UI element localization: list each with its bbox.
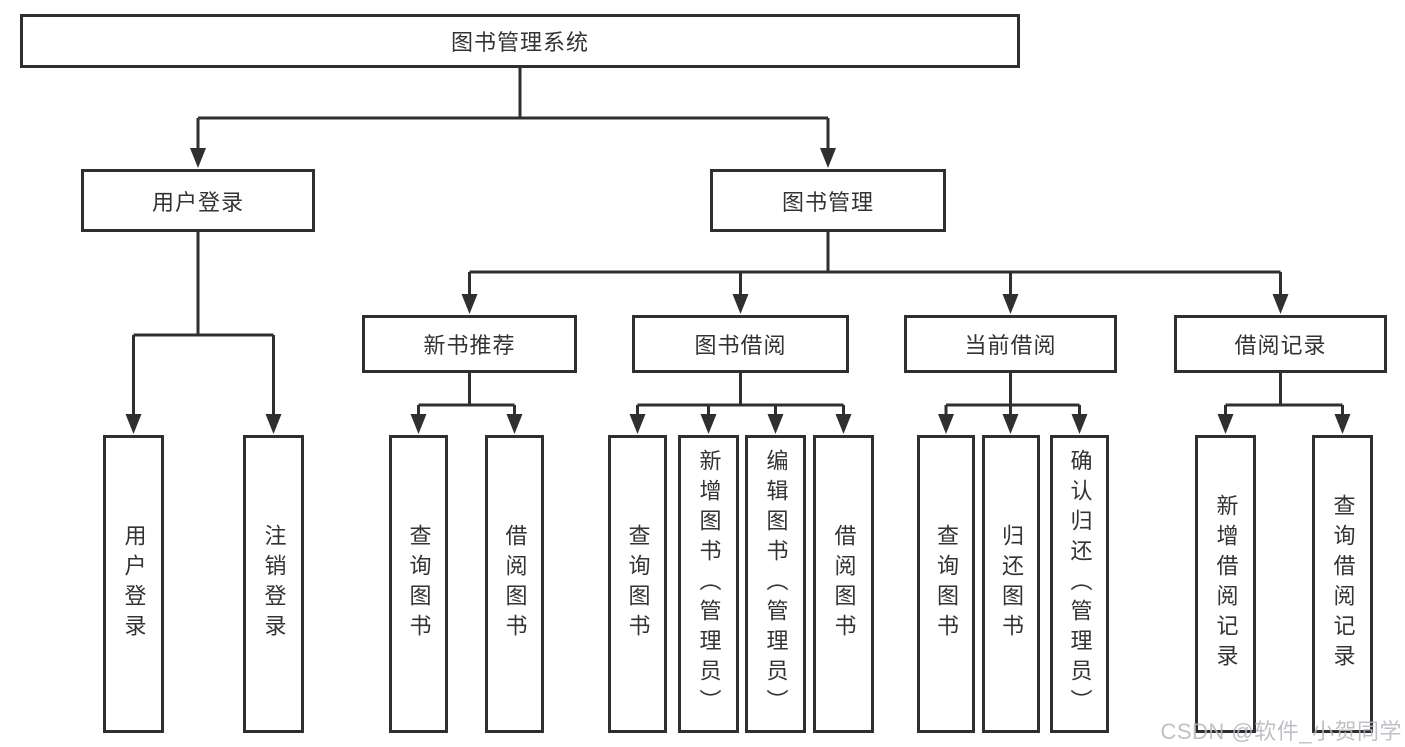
leaf-add-books-admin: 新增图书（管理员） xyxy=(678,435,739,733)
node-label: 确认归还（管理员） xyxy=(1067,449,1093,719)
connector-line xyxy=(468,231,1282,296)
arrowhead-down-icon xyxy=(190,148,206,168)
leaf-add-borrow-record: 新增借阅记录 xyxy=(1195,435,1256,733)
node-label: 当前借阅 xyxy=(964,333,1057,358)
edges-borrow-records-children xyxy=(1217,372,1351,434)
leaf-edit-books-admin: 编辑图书（管理员） xyxy=(745,435,806,733)
node-label: 新增图书（管理员） xyxy=(696,449,722,719)
node-label: 用户登录 xyxy=(151,189,244,215)
arrowhead-down-icon xyxy=(1217,414,1234,434)
leaf-borrow-books-recommend: 借阅图书 xyxy=(485,435,544,733)
connector-line xyxy=(132,231,275,416)
node-book-management: 图书管理 xyxy=(710,169,946,232)
node-label: 注销登录 xyxy=(261,524,287,644)
node-current-borrowing: 当前借阅 xyxy=(904,315,1117,373)
edges-book-borrow-children xyxy=(629,372,852,434)
leaf-query-books-recommend: 查询图书 xyxy=(389,435,448,733)
connector-line xyxy=(636,372,845,416)
node-label: 用户登录 xyxy=(121,524,147,644)
node-label: 查询借阅记录 xyxy=(1330,494,1356,674)
leaf-borrow-books-borrowing: 借阅图书 xyxy=(813,435,874,733)
node-borrowing-records: 借阅记录 xyxy=(1174,315,1387,373)
node-label: 归还图书 xyxy=(999,524,1024,644)
leaf-user-login: 用户登录 xyxy=(103,435,164,733)
arrowhead-down-icon xyxy=(125,414,142,434)
connector-line xyxy=(196,67,830,150)
node-label: 查询图书 xyxy=(406,524,432,644)
leaf-query-books-current: 查询图书 xyxy=(917,435,975,733)
leaf-return-books: 归还图书 xyxy=(982,435,1040,733)
leaf-query-books-borrowing: 查询图书 xyxy=(608,435,667,733)
arrowhead-down-icon xyxy=(265,414,282,434)
csdn-watermark: CSDN @软件_小贺同学 xyxy=(1160,719,1402,744)
arrowhead-down-icon xyxy=(820,148,836,168)
node-label: 借阅记录 xyxy=(1234,333,1327,358)
arrowhead-down-icon xyxy=(1002,414,1019,434)
node-user-login: 用户登录 xyxy=(81,169,315,232)
node-label: 借阅图书 xyxy=(831,524,857,644)
arrowhead-down-icon xyxy=(629,414,646,434)
node-new-book-recommend: 新书推荐 xyxy=(362,315,577,373)
arrowhead-down-icon xyxy=(1334,414,1351,434)
arrowhead-down-icon xyxy=(410,414,427,434)
arrowhead-down-icon xyxy=(506,414,523,434)
connector-line xyxy=(944,372,1081,416)
node-label: 新书推荐 xyxy=(423,333,516,358)
node-label: 图书借阅 xyxy=(694,333,787,358)
arrowhead-down-icon xyxy=(461,294,478,314)
node-label: 图书管理 xyxy=(781,189,874,215)
arrowhead-down-icon xyxy=(1071,414,1088,434)
arrowhead-down-icon xyxy=(1002,294,1019,314)
arrowhead-down-icon xyxy=(700,414,717,434)
arrowhead-down-icon xyxy=(1272,294,1289,314)
node-label: 新增借阅记录 xyxy=(1213,494,1239,674)
node-label: 查询图书 xyxy=(625,524,651,644)
connector-line xyxy=(1224,372,1344,416)
edges-user-login-children xyxy=(125,231,282,434)
node-label: 查询图书 xyxy=(934,524,959,644)
node-label: 图书管理系统 xyxy=(450,30,589,55)
edges-root-to-level2 xyxy=(190,67,836,168)
edges-book-mgmt-to-level3 xyxy=(461,231,1289,314)
leaf-confirm-return-admin: 确认归还（管理员） xyxy=(1050,435,1109,733)
leaf-query-borrow-record: 查询借阅记录 xyxy=(1312,435,1373,733)
edges-new-book-rec-children xyxy=(410,372,523,434)
node-label: 编辑图书（管理员） xyxy=(763,449,789,719)
arrowhead-down-icon xyxy=(938,414,954,434)
arrowhead-down-icon xyxy=(732,294,749,314)
node-library-management-system: 图书管理系统 xyxy=(20,14,1020,68)
node-label: 借阅图书 xyxy=(502,524,528,644)
node-book-borrowing: 图书借阅 xyxy=(632,315,849,373)
arrowhead-down-icon xyxy=(767,414,784,434)
arrowhead-down-icon xyxy=(835,414,852,434)
edges-current-borrow-children xyxy=(938,372,1088,434)
connector-line xyxy=(417,372,516,416)
leaf-logout: 注销登录 xyxy=(243,435,304,733)
